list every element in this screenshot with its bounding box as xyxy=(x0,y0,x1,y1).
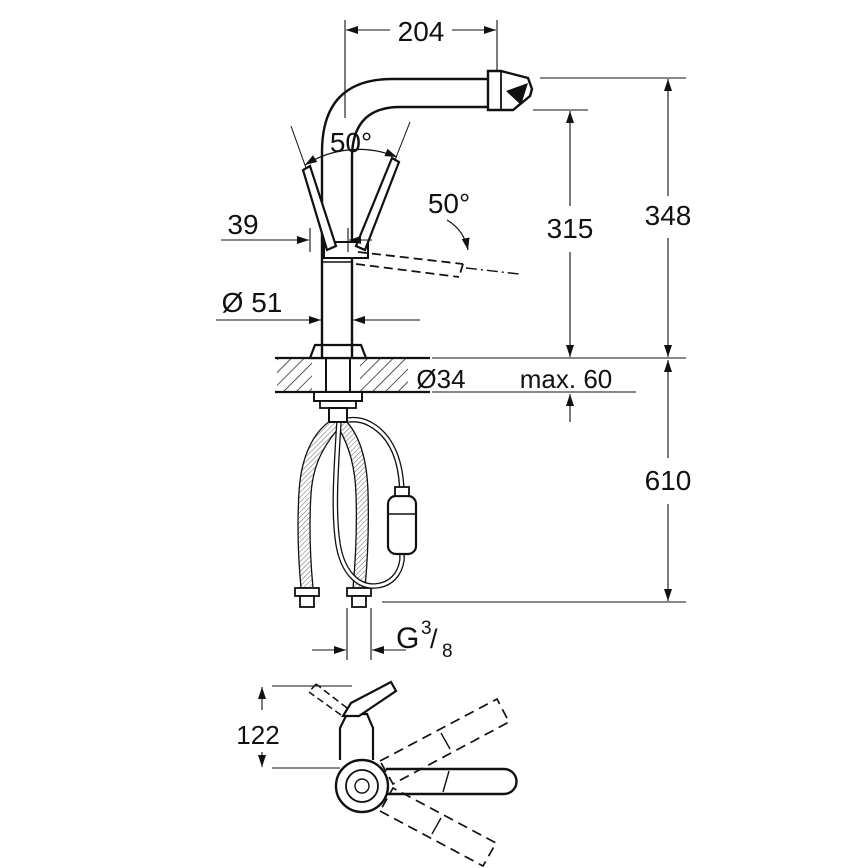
lever-right-axis-extension xyxy=(394,121,411,161)
dim-122-label: 122 xyxy=(236,720,279,750)
handle-lever-pulled-dashed xyxy=(355,251,464,278)
dim-39-label: 39 xyxy=(227,209,258,240)
angle-arc xyxy=(304,148,398,166)
pullout-hose-rise-inner xyxy=(347,418,404,498)
dim-hole-diameter: Ø34 xyxy=(416,364,465,394)
faucet-spout xyxy=(308,69,534,423)
swivel-up-tick xyxy=(440,732,451,750)
base-flange xyxy=(308,343,368,360)
dim-angle-top: 50° xyxy=(304,127,398,166)
swivel-arm-down-dashed xyxy=(378,786,498,868)
thread-prefix-label: G xyxy=(396,622,419,655)
washer xyxy=(319,400,357,409)
locknut xyxy=(313,391,363,402)
dim-50-top-label: 50° xyxy=(330,127,372,158)
base-outer-circle xyxy=(334,758,390,814)
main-elevation-view xyxy=(275,69,534,608)
thread-slash-label: / xyxy=(430,624,438,654)
swivel-arm-up-dashed xyxy=(378,697,511,786)
dim-body-diameter: Ø 51 xyxy=(216,287,420,324)
spray-face xyxy=(506,83,528,105)
swivel-arm-solid xyxy=(386,767,518,796)
base-middle-circle xyxy=(345,769,379,803)
lever-centerline-dashdot xyxy=(465,267,520,275)
hose-nut-right xyxy=(351,595,367,608)
pull-out-hose-weight xyxy=(332,416,418,589)
dim-swivel-height: 122 xyxy=(236,685,352,769)
swivel-view-body xyxy=(338,712,375,760)
pullout-hose-loop-inner xyxy=(333,420,404,588)
dim-handle-width: 39 xyxy=(221,209,372,252)
handle-positions xyxy=(290,121,520,278)
swivel-view-lever-dashed xyxy=(308,683,348,716)
angle-leader xyxy=(446,219,470,251)
dim-angle-side: 50° xyxy=(428,188,470,251)
deck-hatch-right xyxy=(360,359,408,391)
bottom-swivel-view: 122 xyxy=(236,680,518,868)
spout-outer-profile xyxy=(320,77,488,358)
thread-denominator-label: 8 xyxy=(442,641,453,662)
thread-numerator-label: 3 xyxy=(421,618,432,639)
dim-204-label: 204 xyxy=(398,16,445,47)
dim-hose-610: 610 xyxy=(382,360,692,603)
hose-counterweight xyxy=(386,494,418,556)
swivel-view-lever xyxy=(341,680,398,718)
handle-lever-left xyxy=(301,164,338,252)
counterweight-nipple xyxy=(394,486,410,497)
swivel-down-tick xyxy=(431,817,442,835)
supply-hoses xyxy=(294,420,372,608)
dim-50-side-label: 50° xyxy=(428,188,470,219)
dim-51-label: Ø 51 xyxy=(222,287,283,318)
deck-hatch-left xyxy=(277,359,312,391)
supply-hose-left xyxy=(297,420,338,589)
threaded-shank xyxy=(328,407,348,423)
hose-nut-left xyxy=(299,595,315,608)
dim-315-label: 315 xyxy=(547,213,594,244)
dim-thread-g38: G 3 / 8 xyxy=(312,608,453,662)
dim-max60-label: max. 60 xyxy=(520,364,613,394)
base-inner-circle xyxy=(354,778,370,794)
dim-spout-reach: 204 xyxy=(344,16,498,118)
mounting-deck xyxy=(275,356,430,394)
swivel-arm-tick xyxy=(442,770,450,793)
dim-overall-348: 348 xyxy=(432,77,692,359)
hose-fitting-left xyxy=(294,587,320,597)
dim-clearance-315: 315 xyxy=(533,109,594,357)
handle-lever-right xyxy=(354,156,401,252)
hose-fitting-right xyxy=(346,587,372,597)
dim-max-deck: max. 60 xyxy=(432,364,636,422)
lever-left-axis-extension xyxy=(290,125,307,169)
dim-348-label: 348 xyxy=(645,200,692,231)
dimension-annotations: 204 50° 50° 39 Ø 51 xyxy=(216,16,691,662)
dim-610-label: 610 xyxy=(645,465,692,496)
dim-34-label: Ø34 xyxy=(416,364,465,394)
